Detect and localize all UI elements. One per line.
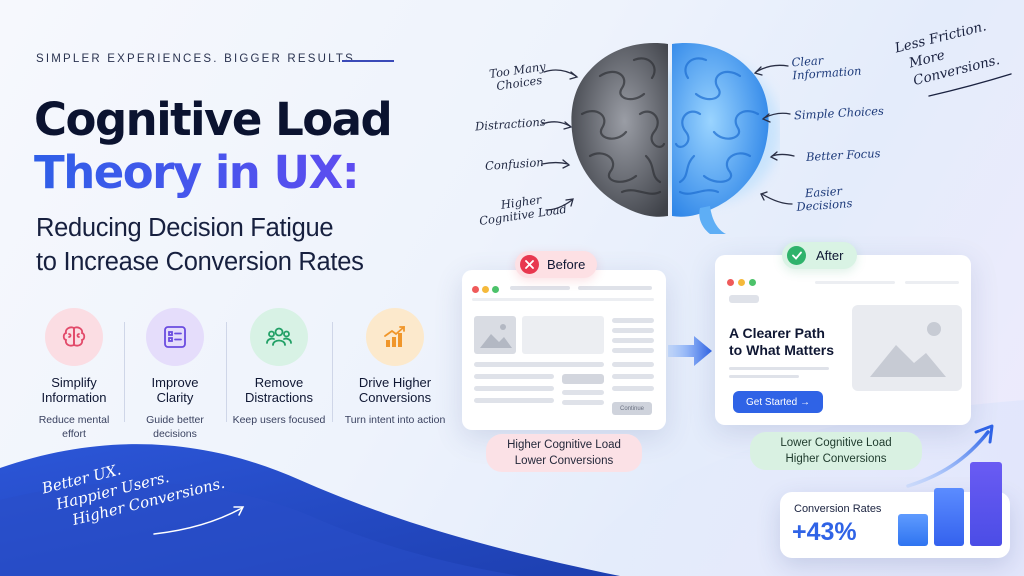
close-icon [520,255,539,274]
window-dot [749,279,756,286]
feature-desc: decisions [153,428,197,440]
underline-stroke [928,73,1012,97]
window-dot [492,286,499,293]
after-caption: Lower Cognitive Load Higher Conversions [750,432,922,470]
brain-icon [45,308,103,366]
users-icon [250,308,308,366]
after-heading: A Clearer Path to What Matters [729,325,834,359]
conversion-label: Conversion Rates [794,503,882,515]
band-arrow-icon [153,506,245,535]
page-title-line1: Cognitive Load [34,93,393,146]
after-badge: After [782,242,858,269]
feature-title: Drive Higher [358,375,432,390]
feature-desc: Reduce mental [38,414,110,426]
list-icon [146,308,204,366]
kicker-underline [342,60,394,62]
arrow-right-icon [668,336,712,366]
brain-icon [571,43,780,234]
image-placeholder-icon [474,316,516,354]
after-mockup-window: A Clearer Path to What Matters Get Start… [715,255,971,425]
feature-desc: effort [62,428,86,440]
before-caption-line1: Higher Cognitive Load [507,439,621,451]
kicker-text: SIMPLER EXPERIENCES. BIGGER RESULTS. [36,53,361,65]
feature-title: Clarity [156,390,194,405]
window-dot [738,279,745,286]
brain-label-right: Clear Information [791,52,862,82]
before-caption-line2: Lower Conversions [514,455,614,467]
after-caption-line1: Lower Cognitive Load [780,437,892,449]
before-label: Before [547,257,586,272]
feature-desc: Guide better [146,414,204,426]
feature-title: Distractions [245,390,313,405]
feature-title: Simplify [51,375,97,390]
conversion-value: +43% [792,518,857,546]
window-dot [727,279,734,286]
divider [332,322,333,422]
after-heading-line2: to What Matters [729,342,834,358]
after-caption-line2: Higher Conversions [785,453,887,465]
before-mockup-window: Continue [462,270,666,430]
window-dot [472,286,479,293]
divider [226,322,227,422]
conversion-card: Conversion Rates +43% [780,462,1010,558]
before-caption: Higher Cognitive Load Lower Conversions [486,434,642,472]
subtitle-line2: to Increase Conversion Rates [36,248,364,276]
bar-2 [934,488,964,546]
subtitle-line1: Reducing Decision Fatigue [36,214,334,242]
feature-title: Conversions [358,390,432,405]
chart-icon [366,308,424,366]
get-started-button[interactable]: Get Started → [733,391,823,413]
brain-label-right: Easier Decisions [795,184,853,214]
bar-3 [970,462,1002,546]
check-icon [787,246,806,265]
continue-button[interactable]: Continue [612,402,652,415]
after-heading-line1: A Clearer Path [729,325,825,341]
window-dot [482,286,489,293]
feature-title: Improve [151,375,199,390]
feature-desc: Keep users focused [232,414,326,426]
bar-1 [898,514,928,546]
feature-title: Remove [254,375,304,390]
after-label: After [816,248,844,263]
page-title-line2: Theory in UX: [34,146,360,199]
arrow-icon [753,64,795,205]
feature-desc: Turn intent into action [344,414,446,426]
trend-arrow-icon [906,424,994,488]
feature-title: Information [41,390,107,405]
image-placeholder-icon [852,305,962,391]
arrow-icon [541,69,579,211]
divider [124,322,125,422]
before-badge: Before [515,251,598,278]
